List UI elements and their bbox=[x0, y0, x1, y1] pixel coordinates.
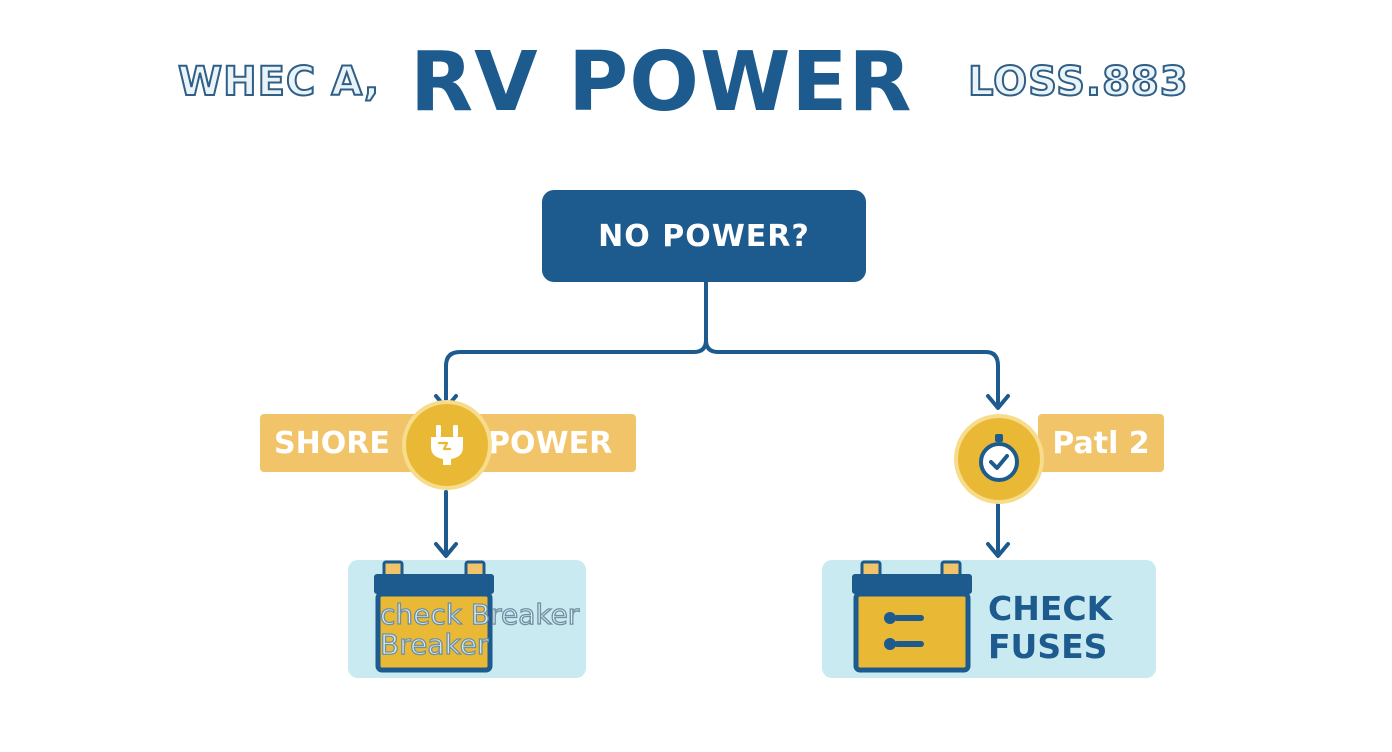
title-right-text: LOSS.883 bbox=[967, 59, 1189, 105]
fuse-box-icon bbox=[852, 560, 972, 673]
root-label: NO POWER? bbox=[598, 218, 810, 254]
branch-right-label-text: Patl 2 bbox=[1052, 425, 1150, 461]
arrowhead-right-top bbox=[986, 394, 1010, 410]
result-fuses-text: CHECK FUSES bbox=[988, 590, 1112, 666]
result-fuses-line1: CHECK bbox=[988, 589, 1113, 628]
connector-trunk bbox=[444, 280, 708, 406]
root-node: NO POWER? bbox=[542, 190, 866, 282]
branch-left-label-left: SHORE bbox=[274, 425, 390, 461]
branch-left-label-right: POWER bbox=[488, 425, 613, 461]
check-badge-icon bbox=[958, 418, 1040, 500]
result-card-fuses: CHECK FUSES bbox=[822, 560, 1156, 678]
result-breaker-line2: Breaker bbox=[379, 628, 489, 661]
plug-icon bbox=[406, 404, 488, 486]
arrowhead-left-bottom bbox=[434, 542, 458, 558]
result-breaker-line1: check Breaker bbox=[379, 598, 580, 631]
diagram-title: WHEC A, RV POWER LOSS.883 bbox=[0, 40, 1392, 150]
result-breaker-text: check Breaker Breaker bbox=[379, 598, 580, 661]
result-fuses-line2: FUSES bbox=[988, 627, 1108, 666]
battery-icon bbox=[374, 560, 494, 673]
arrowhead-right-bottom bbox=[986, 542, 1010, 558]
title-main-text: RV POWER bbox=[410, 35, 913, 130]
title-left-text: WHEC A, bbox=[177, 59, 381, 105]
result-card-breaker: check Breaker Breaker bbox=[348, 560, 586, 678]
branch-right-label: Patl 2 bbox=[1038, 414, 1164, 472]
connector-right bbox=[704, 338, 1000, 406]
